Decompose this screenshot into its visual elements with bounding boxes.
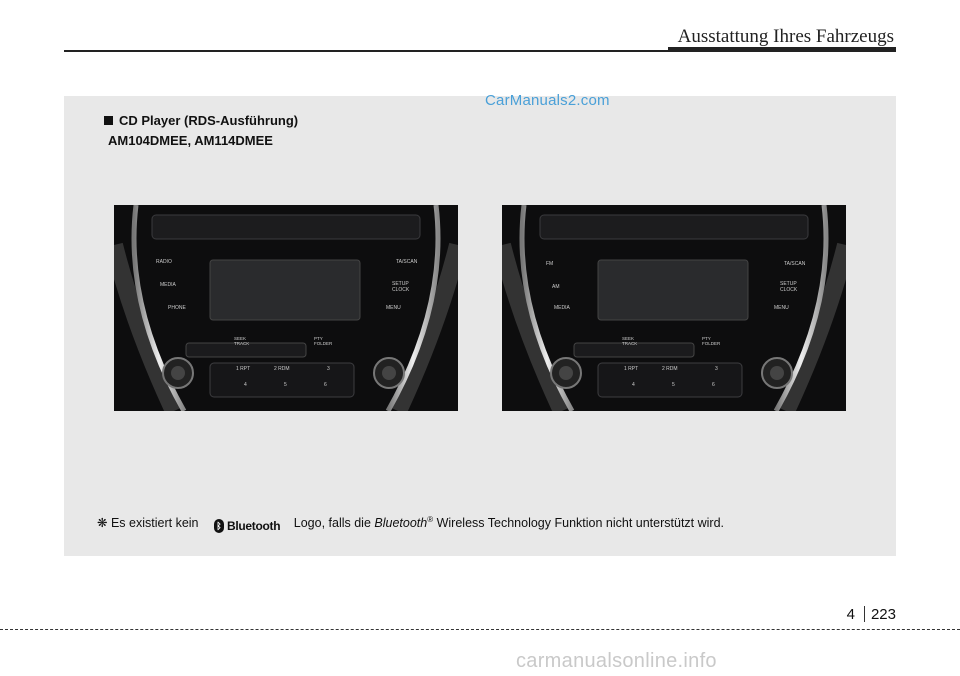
radio-right-preset-5: 5 <box>672 382 675 388</box>
radio-illustration-right <box>502 205 846 411</box>
section-heading-text: CD Player (RDS-Ausführung) <box>119 113 299 128</box>
radio-left-label-5: SETUP CLOCK <box>392 281 410 293</box>
chapter-number: 4 <box>846 606 855 623</box>
bluetooth-logo: ᛒ Bluetooth <box>213 519 281 534</box>
note-symbol: ❋ <box>97 516 108 531</box>
radio-photo-left: RADIO MEDIA PHONE TA/SCAN SETUP CLOCK ME… <box>114 205 458 411</box>
radio-right-label-5: SETUP CLOCK <box>780 281 798 293</box>
header-title: Ausstattung Ihres Fahrzeugs <box>677 26 894 47</box>
radio-right-pty: PTY FOLDER <box>702 336 721 346</box>
page-number-value: 223 <box>870 606 896 623</box>
note-bluetooth-italic: Bluetooth <box>374 516 428 531</box>
radio-right-preset-4: 4 <box>632 382 635 388</box>
radio-left-preset-5: 5 <box>284 382 287 388</box>
model-codes: AM104DMEE, AM114DMEE <box>108 133 273 148</box>
radio-right-label-6: MENU <box>774 305 789 311</box>
watermark-bottom: carmanualsonline.info <box>516 650 717 672</box>
page-number-separator <box>863 606 865 622</box>
radio-left-preset-1: 1 RPT <box>236 366 251 372</box>
radio-right-preset-6: 6 <box>712 382 715 388</box>
radio-left-preset-4: 4 <box>244 382 247 388</box>
radio-right-label-1: FM <box>546 261 554 267</box>
bluetooth-logo-word: Bluetooth <box>226 519 281 534</box>
radio-right-label-2: AM <box>552 284 560 290</box>
note-text-before: Es existiert kein <box>110 516 199 531</box>
radio-photo-right: FM AM MEDIA TA/SCAN SETUP CLOCK MENU SEE… <box>502 205 846 411</box>
footer-rule <box>0 629 960 630</box>
radio-left-seek: SEEK TRACK <box>234 336 250 346</box>
radio-right-preset-1: 1 RPT <box>624 366 639 372</box>
bluetooth-icon: ᛒ <box>213 519 224 534</box>
page-number: 4 223 <box>847 606 896 623</box>
radio-left-preset-6: 6 <box>324 382 327 388</box>
note-text-after: Wireless Technology Funktion nicht unter… <box>436 516 725 531</box>
note-text-middle: Logo, falls die <box>293 516 371 531</box>
watermark-top: CarManuals2.com <box>485 92 610 109</box>
square-bullet-icon <box>104 116 113 125</box>
radio-left-label-4: TA/SCAN <box>396 259 418 265</box>
radio-right-preset-3: 3 <box>715 366 718 372</box>
radio-left-label-3: PHONE <box>168 305 186 311</box>
radio-right-label-4: TA/SCAN <box>784 261 806 267</box>
bluetooth-note: ❋ Es existiert kein ᛒ Bluetooth Logo, fa… <box>97 515 725 534</box>
radio-right-seek: SEEK TRACK <box>622 336 638 346</box>
header-rule <box>64 50 896 52</box>
radio-left-pty: PTY FOLDER <box>314 336 333 346</box>
radio-left-label-1: RADIO <box>156 259 172 265</box>
radio-right-preset-2: 2 RDM <box>662 366 678 372</box>
registered-mark: ® <box>427 515 434 524</box>
radio-left-label-6: MENU <box>386 305 401 311</box>
radio-illustration-left <box>114 205 458 411</box>
header-rule-accent <box>668 47 896 52</box>
radio-right-label-3: MEDIA <box>554 305 570 311</box>
radio-left-preset-3: 3 <box>327 366 330 372</box>
radio-left-label-2: MEDIA <box>160 282 176 288</box>
section-heading: CD Player (RDS-Ausführung) <box>104 113 298 128</box>
radio-left-preset-2: 2 RDM <box>274 366 290 372</box>
